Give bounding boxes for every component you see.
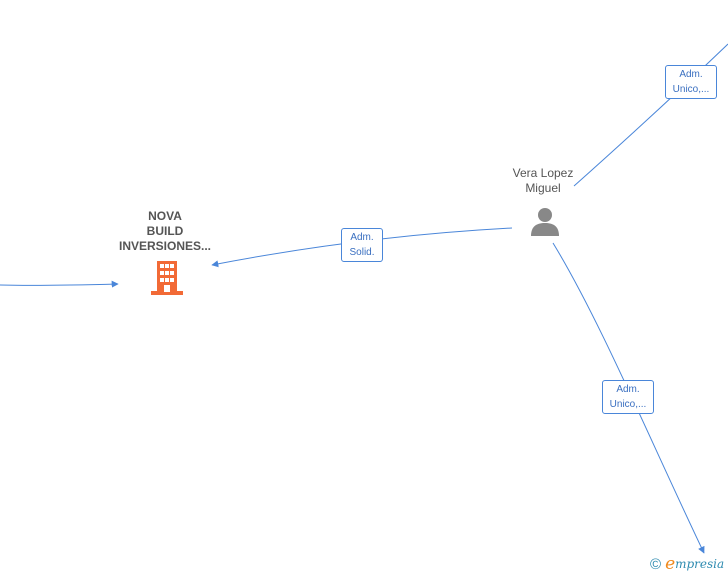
edge-label-line: Adm.	[350, 232, 374, 243]
edge-label-line: Unico,...	[672, 84, 710, 95]
person-name-label[interactable]: Vera Lopez Miguel	[493, 166, 593, 196]
edge-label-line: Adm.	[616, 384, 640, 395]
edge-label-adm-solid[interactable]: Adm. Solid.	[341, 228, 383, 262]
brand-initial: e	[665, 554, 676, 574]
brand-name: mpresia	[675, 557, 725, 571]
edge-label-line: Adm.	[679, 69, 703, 80]
edge-label-line: Solid.	[349, 247, 375, 258]
person-name-line-1: Vera Lopez	[512, 166, 574, 180]
person-name-line-2: Miguel	[525, 181, 561, 195]
company-name-label[interactable]: NOVA BUILD INVERSIONES...	[112, 209, 218, 254]
edge-label-line: Unico,...	[609, 399, 647, 410]
person-icon[interactable]	[530, 206, 560, 236]
copyright-symbol: ©	[650, 555, 662, 573]
company-name-line-1: NOVA	[148, 209, 182, 223]
edge-label-adm-unico-lower[interactable]: Adm. Unico,...	[602, 380, 654, 414]
building-icon[interactable]	[151, 261, 183, 295]
edge-incoming-company	[0, 280, 119, 288]
edge-label-adm-unico-upper[interactable]: Adm. Unico,...	[665, 65, 717, 99]
company-name-line-2: BUILD	[146, 224, 184, 238]
company-name-line-3: INVERSIONES...	[118, 239, 212, 253]
edge-person-upper-right	[573, 43, 728, 187]
empresia-logo: © e mpresia	[650, 554, 724, 574]
